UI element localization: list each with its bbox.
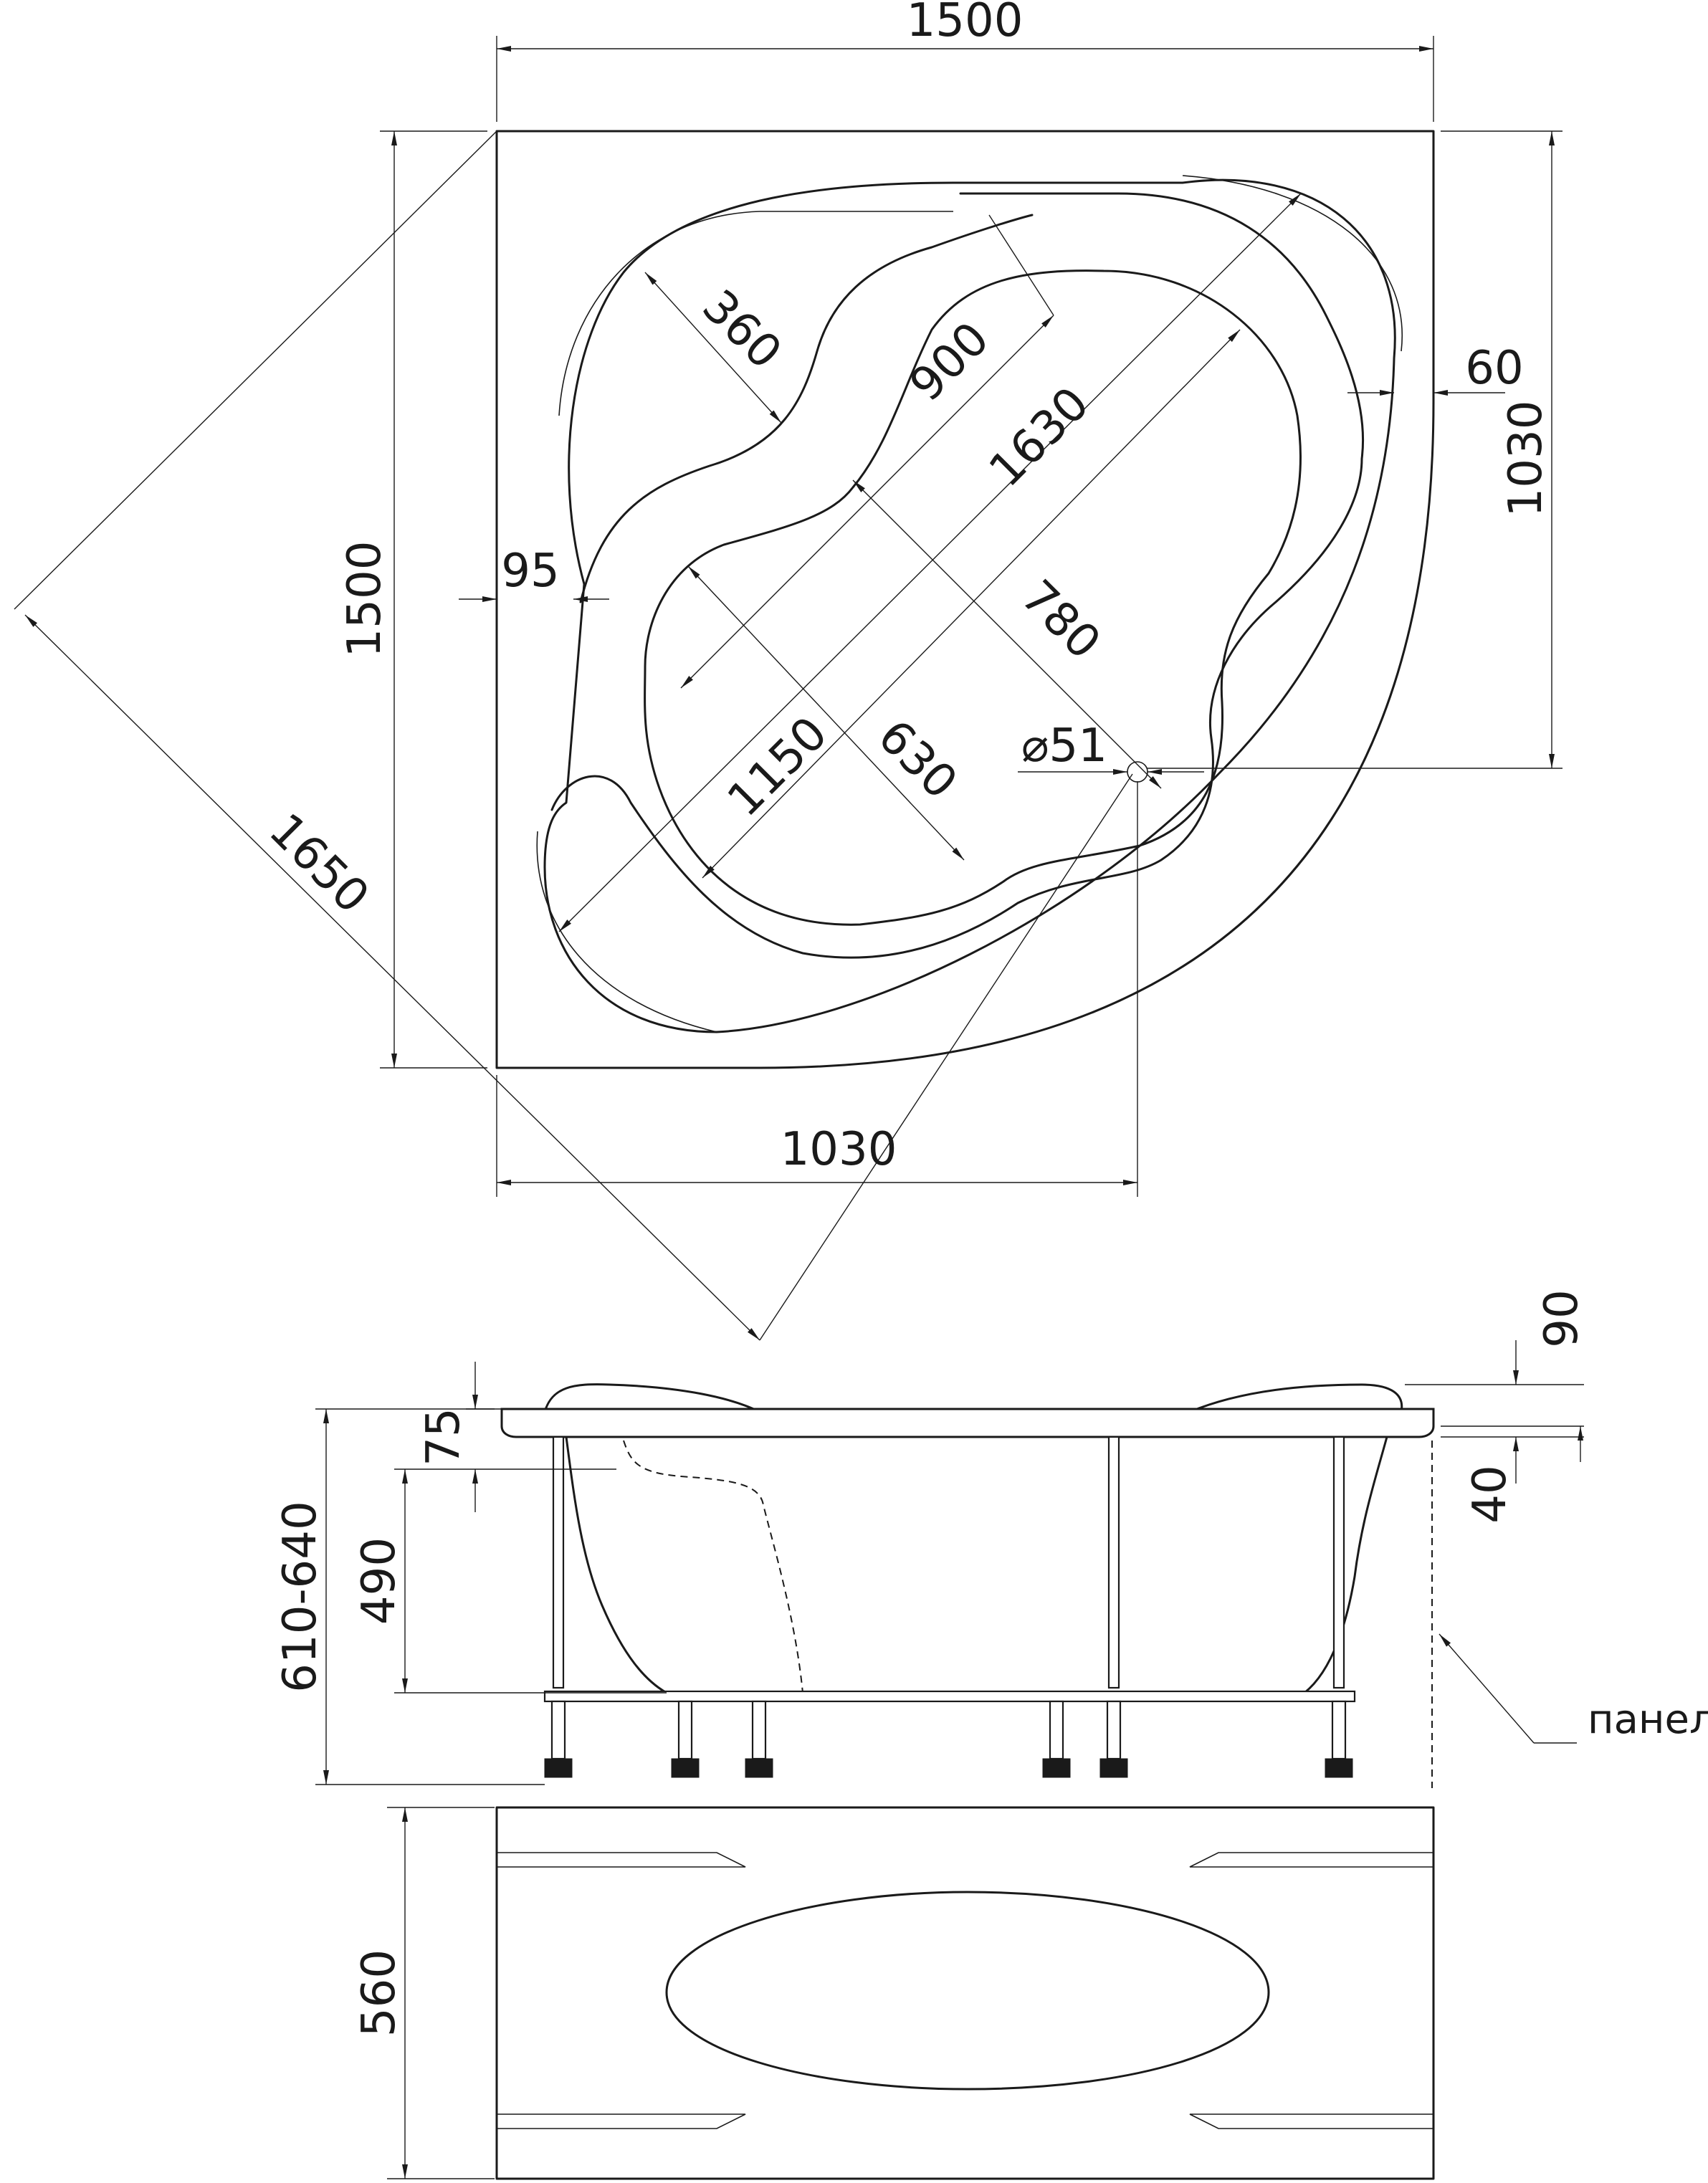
top-view: 1500 1500 1650 1030 1030 60 95 360 — [14, 0, 1563, 1341]
foot — [745, 1700, 773, 1778]
dim-width-top: 1500 — [907, 0, 1024, 47]
dim-height-left: 1500 — [338, 541, 391, 658]
rim-contour — [543, 178, 1396, 1033]
dim-height-right: 1030 — [1499, 401, 1552, 517]
dim-total-height: 610-640 — [274, 1501, 327, 1692]
foot — [1099, 1700, 1128, 1778]
dim-basin-diag: 780 — [1011, 570, 1110, 670]
dim-drain: ⌀51 — [1021, 720, 1107, 773]
foot — [671, 1700, 700, 1778]
panel-wedge-tr — [1189, 1852, 1433, 1868]
panel-wedge-tl — [497, 1852, 746, 1868]
side-view: 610-640 490 75 90 40 панель — [274, 1289, 1708, 1788]
panel-label: панель — [1588, 1696, 1708, 1743]
seat-contour-outer — [550, 192, 1364, 959]
rim-arc-front — [536, 831, 717, 1033]
seat-contour — [579, 214, 1034, 603]
dim-rim-left: 95 — [501, 545, 559, 598]
dim-inner-length: 1150 — [717, 707, 837, 826]
dim-rim-right: 60 — [1465, 342, 1523, 395]
dim-max-diag: 1630 — [979, 377, 1099, 497]
dim-panel-height: 560 — [353, 1949, 406, 2037]
frame-bar — [543, 1690, 1356, 1703]
panel-outline — [495, 1806, 1435, 2180]
dim-bowl-depth: 490 — [353, 1537, 406, 1625]
seat-hidden-line — [623, 1440, 803, 1694]
headrest-right — [1188, 1383, 1403, 1413]
panel-wedge-br — [1189, 2113, 1433, 2129]
headrest-left — [543, 1383, 761, 1413]
dim-panel-gap: 40 — [1464, 1465, 1517, 1523]
rim-arc-right — [1182, 175, 1403, 352]
dim-headrest: 90 — [1535, 1289, 1588, 1347]
foot — [1325, 1700, 1353, 1778]
dim-width-bottom: 1030 — [781, 1123, 897, 1176]
panel-view: 560 — [353, 1806, 1435, 2180]
bowl-body — [565, 1436, 1388, 1694]
dim-inner-diag: 900 — [900, 312, 1000, 412]
legs — [544, 1436, 1353, 1778]
panel-wedge-bl — [497, 2113, 746, 2129]
foot — [544, 1700, 573, 1778]
dim-basin-depth-diag: 630 — [867, 710, 967, 810]
dim-seat-width: 360 — [692, 280, 791, 380]
foot — [1042, 1700, 1071, 1778]
rim-plate — [500, 1408, 1435, 1438]
panel-ellipse — [665, 1891, 1270, 2091]
tub-outline — [495, 130, 1435, 1069]
dim-rim-thickness: 75 — [417, 1408, 470, 1466]
